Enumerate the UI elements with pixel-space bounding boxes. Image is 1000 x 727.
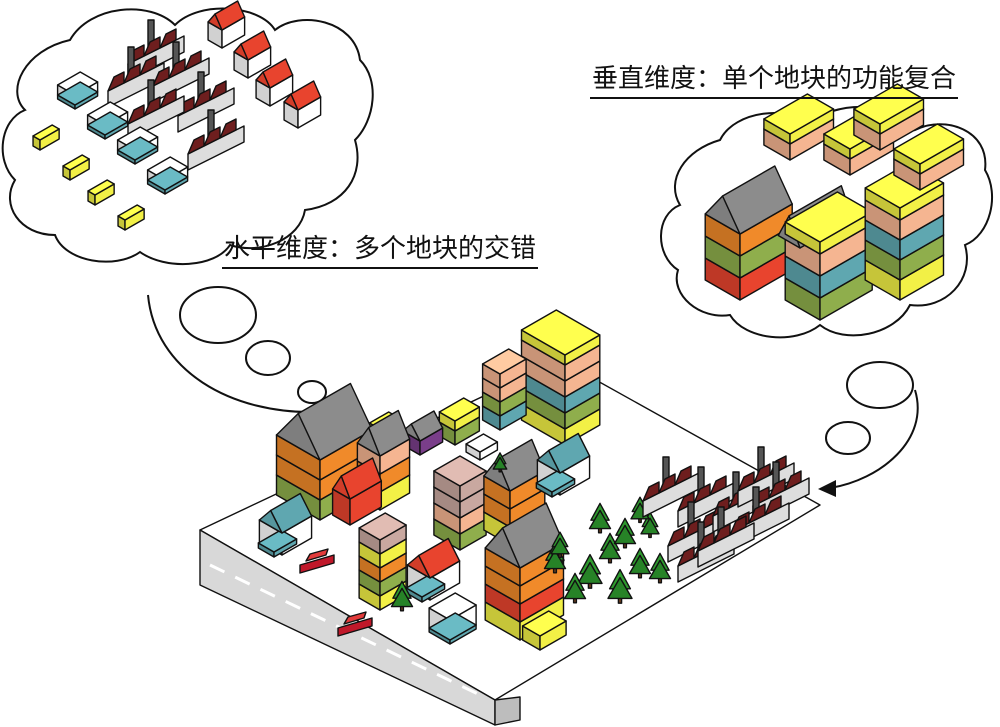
kiosk (465, 433, 499, 461)
block-m (521, 610, 567, 651)
block-b-layer (481, 348, 527, 389)
house-roof (207, 0, 246, 31)
house-roof (255, 58, 294, 89)
block-h-roof (331, 457, 383, 500)
upper-yellow (763, 93, 835, 145)
block-d-roof (401, 410, 444, 442)
tree-icon (492, 452, 508, 473)
factory-icon (697, 506, 755, 568)
house-right-roof (536, 432, 591, 474)
block-a-top (520, 309, 601, 366)
roof-left (704, 165, 793, 235)
tree-icon (648, 552, 672, 584)
factory-icon (667, 501, 725, 563)
tree-icon (607, 568, 633, 604)
house-low-stripe (428, 612, 477, 645)
small-block (62, 154, 90, 181)
tree-icon (577, 553, 603, 589)
upper-yellow (853, 83, 925, 135)
house-roof (283, 80, 322, 111)
block-k-layer (358, 512, 407, 555)
tree-icon (588, 502, 612, 534)
tree-icon (640, 511, 660, 539)
small-block (87, 179, 115, 206)
block-i-layer (433, 455, 487, 503)
house-c1-roof (406, 537, 461, 579)
caption-vertical: 垂直维度：单个地块的功能复合 (590, 64, 959, 99)
arrow-icon (147, 294, 919, 489)
thought-bubble-icon (179, 286, 914, 455)
low-stripe (116, 136, 159, 165)
block-c2 (438, 397, 481, 432)
low-stripe (56, 81, 99, 110)
small-block (117, 204, 145, 231)
house-left-roof (258, 492, 313, 534)
block-l-roof (484, 502, 565, 569)
factory-icon (152, 41, 210, 103)
house-roof (233, 30, 272, 61)
house-stripe (535, 469, 576, 498)
tree-icon (628, 547, 652, 579)
caption-horizontal: 水平维度：多个地块的交错 (222, 234, 539, 269)
tree-icon (390, 580, 414, 612)
factory-icon (187, 109, 245, 171)
small-block (32, 124, 60, 151)
low-stripe (86, 111, 129, 140)
block-f-roof (275, 382, 373, 461)
tree-icon (563, 572, 587, 604)
tree-icon (550, 531, 570, 559)
block-g-roof (356, 409, 411, 457)
generated-shapes (32, 0, 965, 726)
upper-yellow (893, 123, 965, 175)
tree-icon (613, 517, 637, 549)
car-icon (337, 611, 373, 637)
car-icon (299, 548, 335, 574)
tree-icon (598, 532, 622, 564)
factory-icon (177, 71, 235, 133)
low-stripe (146, 166, 189, 195)
